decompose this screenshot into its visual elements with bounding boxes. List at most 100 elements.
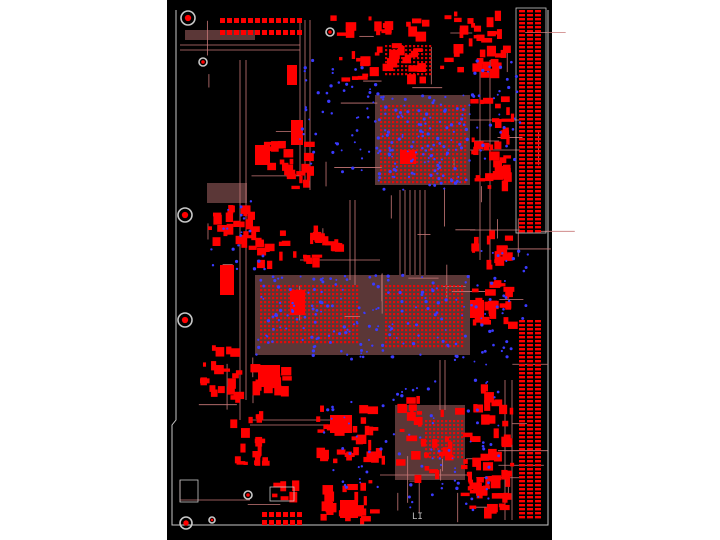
header-top-mid: [262, 18, 302, 35]
via-4-29: [438, 457, 441, 460]
via-1-7: [332, 330, 336, 333]
bga-cpu-ball: [448, 117, 451, 120]
connector-right-top-pin: [519, 158, 525, 161]
bga-cpu-ball: [384, 157, 387, 160]
bga-io-ball: [461, 428, 464, 431]
via-2-20: [345, 82, 349, 86]
via-1-43: [345, 278, 349, 281]
smd-pad-11-14: [424, 466, 430, 471]
connector-right-bottom-pin: [527, 320, 533, 323]
connector-right-top-pin: [535, 142, 541, 145]
bga-io-ball: [441, 436, 444, 439]
connector-right-top-pin: [535, 170, 541, 173]
bga-chipset-right-ball: [437, 293, 440, 296]
bga-cpu-ball: [456, 165, 459, 168]
via-3-25: [491, 251, 494, 254]
via-4-7: [392, 398, 395, 402]
via-7-8: [376, 485, 379, 489]
bga-chipset-left-ball: [264, 341, 267, 344]
via-2-41: [366, 116, 370, 119]
smd-pad-2-13: [299, 175, 303, 184]
connector-right-bottom-pin: [535, 348, 541, 351]
bga-chipset-right-ball: [445, 337, 448, 340]
connector-right-bottom-pin: [527, 396, 533, 399]
bga-chipset-left-ball: [292, 341, 295, 344]
bga-chipset-left-ball: [328, 313, 331, 316]
via-3-38: [480, 249, 483, 252]
via-3-29: [501, 312, 504, 315]
bga-chipset-right-ball: [445, 285, 448, 288]
via-0-38: [403, 104, 406, 107]
smd-pad-17-5: [292, 480, 300, 491]
via-0-78: [401, 115, 404, 118]
bga-cpu-ball: [416, 153, 419, 156]
connector-right-bottom-pin: [527, 408, 533, 411]
bga-chipset-right-ball: [425, 345, 428, 348]
via-1-94: [330, 304, 334, 308]
bga-cpu-ball: [432, 109, 435, 112]
bga-top-ball: [385, 61, 388, 64]
bga-chipset-left-ball: [308, 325, 311, 328]
smd-pad-16-0: [469, 505, 477, 509]
smd-pad-3-4: [248, 245, 257, 250]
smd-pad-7-17: [486, 260, 491, 269]
via-0-124: [388, 148, 392, 152]
via-1-4: [372, 309, 374, 311]
bga-chipset-right-ball: [461, 285, 464, 288]
bga-chipset-left-ball: [352, 317, 355, 320]
bga-chipset-left-ball: [340, 329, 343, 332]
bga-cpu-ball: [444, 133, 447, 136]
via-1-29: [321, 280, 325, 284]
bga-chipset-right-ball: [437, 325, 440, 328]
bga-chipset-right-ball: [453, 341, 456, 344]
bga-cpu-ball: [388, 157, 391, 160]
bga-chipset-left-ball: [336, 293, 339, 296]
bga-io-ball: [461, 444, 464, 447]
bga-chipset-left-ball: [308, 321, 311, 324]
connector-right-top-pin: [535, 178, 541, 181]
smd-pad-10-14: [381, 455, 385, 465]
via-7-18: [357, 466, 360, 469]
smd-pad-4-4: [312, 257, 320, 268]
via-1-115: [420, 290, 425, 294]
connector-right-top-pin: [519, 38, 525, 41]
smd-pad-10-18: [367, 406, 379, 415]
bga-chipset-left-ball: [324, 305, 327, 308]
bga-top-ball: [389, 73, 392, 76]
bga-top-ball: [429, 61, 432, 64]
via-4-37: [411, 500, 414, 504]
bga-chipset-left-ball: [312, 325, 315, 328]
via-2-36: [316, 91, 320, 95]
connector-right-top-pin: [519, 134, 525, 137]
via-0-65: [413, 172, 416, 176]
smd-pad-6-29: [487, 185, 492, 189]
connector-right-top-pin: [535, 14, 541, 17]
bga-chipset-left-ball: [324, 285, 327, 288]
connector-right-bottom-pin: [527, 420, 533, 423]
smd-pad-15-13: [234, 456, 241, 464]
smd-pad-10-27: [320, 453, 329, 462]
via-5-18: [237, 244, 240, 247]
via-0-48: [443, 109, 447, 113]
via-4-12: [407, 495, 411, 499]
bga-chipset-right-ball: [405, 301, 408, 304]
bga-io-ball: [457, 436, 460, 439]
via-1-64: [431, 281, 435, 285]
bga-cpu-ball: [424, 141, 427, 144]
bga-chipset-right-ball: [437, 289, 440, 292]
smd-pad-0-9: [419, 76, 427, 84]
via-1-102: [311, 349, 316, 353]
connector-right-top-pin: [519, 218, 525, 221]
smd-pad-0-22: [404, 54, 413, 58]
bga-cpu-ball: [408, 149, 411, 152]
bga-cpu-ball: [416, 149, 419, 152]
smd-pad-13-21: [354, 491, 359, 503]
via-0-68: [378, 176, 382, 180]
smd-pad-1-0: [480, 71, 490, 78]
header-bottom-pin: [269, 520, 274, 525]
bga-chipset-right-ball: [429, 305, 432, 308]
bga-cpu-ball: [448, 121, 451, 124]
smd-pad-0-29: [402, 57, 411, 64]
via-4-52: [430, 493, 434, 497]
connector-right-top-pin: [527, 138, 533, 141]
